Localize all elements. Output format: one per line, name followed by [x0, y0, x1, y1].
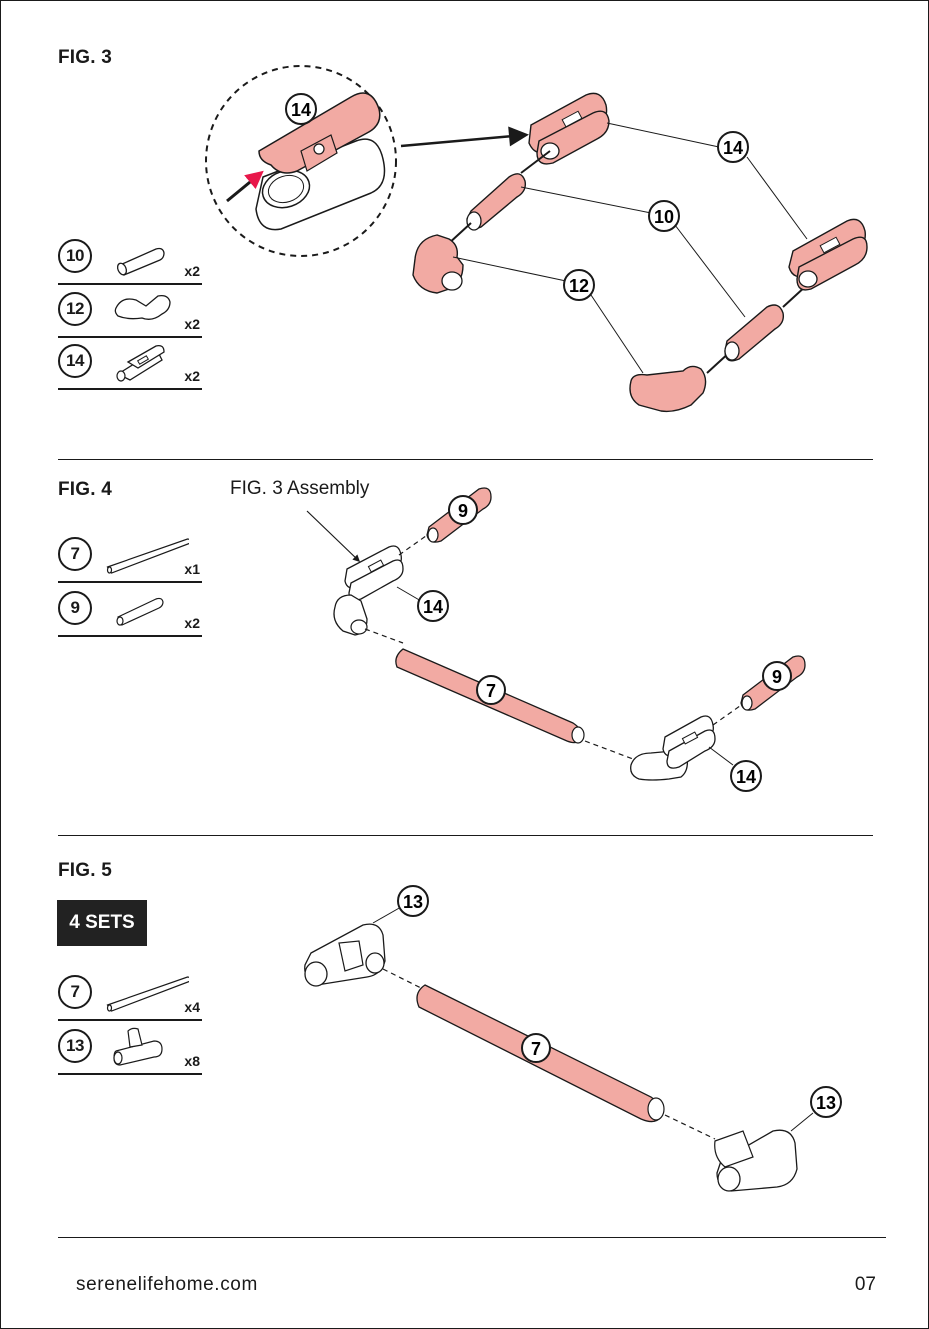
- callout-badge: 13: [811, 1087, 841, 1117]
- callout-label: 13: [816, 1093, 836, 1113]
- part-qty: x4: [184, 999, 200, 1015]
- fig3-assembly: [413, 93, 867, 411]
- part-qty: x2: [184, 316, 200, 332]
- fig3-part-row-12: 12 x2: [58, 286, 202, 338]
- fig3-title: FIG. 3: [58, 47, 112, 69]
- callout-badge: 13: [398, 886, 428, 916]
- fig3-part-row-10: 10 x2: [58, 233, 202, 285]
- clamp-connector-icon: [108, 340, 188, 382]
- long-tube-icon: [94, 971, 189, 1013]
- small-tube-icon: [108, 587, 188, 629]
- fig4-assembly: [307, 488, 805, 780]
- fig3-part-row-14: 14 x2: [58, 338, 202, 390]
- callout-badge: 7: [522, 1034, 550, 1062]
- fig3-zoom-arrow: [401, 135, 525, 146]
- footer-divider: [58, 1237, 886, 1238]
- section-divider: [58, 459, 873, 460]
- elbow-connector-icon: [108, 288, 188, 330]
- fig3-assembly-callout: FIG. 3 Assembly: [230, 478, 369, 500]
- part-number-badge: 13: [58, 1029, 92, 1063]
- callout-label: 9: [772, 667, 782, 687]
- part-number-badge: 12: [58, 292, 92, 326]
- part-qty: x8: [184, 1053, 200, 1069]
- part-number-badge: 9: [58, 591, 92, 625]
- callout-badge: 14: [418, 591, 448, 621]
- fig5-assembly: [305, 907, 813, 1191]
- fig5-title: FIG. 5: [58, 860, 112, 882]
- callout-badge: 14: [731, 761, 761, 791]
- callout-badge: 10: [649, 201, 679, 231]
- page-number: 07: [855, 1274, 876, 1296]
- callout-label: 14: [291, 100, 311, 120]
- callout-label: 7: [486, 681, 496, 701]
- part-number-badge: 7: [58, 975, 92, 1009]
- callout-label: 14: [736, 767, 756, 787]
- part-qty: x2: [184, 263, 200, 279]
- short-tube-icon: [108, 235, 188, 277]
- fig5-part-row-13: 13 x8: [58, 1023, 202, 1075]
- callout-badge: 9: [763, 662, 791, 690]
- part-number-badge: 7: [58, 537, 92, 571]
- section-divider: [58, 835, 873, 836]
- fig4-title: FIG. 4: [58, 479, 112, 501]
- part-qty: x1: [184, 561, 200, 577]
- part-qty: x2: [184, 368, 200, 384]
- callout-badge: 12: [564, 270, 594, 300]
- part-number-badge: 14: [58, 344, 92, 378]
- fig3-detail-view: [206, 66, 396, 256]
- fig5-part-row-7: 7 x4: [58, 969, 202, 1021]
- tee-connector-icon: [108, 1025, 188, 1067]
- long-tube-icon: [94, 533, 189, 575]
- callout-label: 7: [531, 1039, 541, 1059]
- callout-badge: 9: [449, 496, 477, 524]
- part-qty: x2: [184, 615, 200, 631]
- callout-label: 9: [458, 501, 468, 521]
- callout-label: 12: [569, 276, 589, 296]
- fig4-part-row-7: 7 x1: [58, 531, 202, 583]
- part-number-badge: 10: [58, 239, 92, 273]
- callout-label: 14: [723, 138, 743, 158]
- callout-label: 10: [654, 207, 674, 227]
- callout-label: 13: [403, 892, 423, 912]
- fig4-part-row-9: 9 x2: [58, 585, 202, 637]
- callout-label: 14: [423, 597, 443, 617]
- sets-badge: 4 SETS: [57, 900, 147, 946]
- footer-website: serenelifehome.com: [76, 1274, 258, 1296]
- callout-badge: 7: [477, 676, 505, 704]
- callout-badge: 14: [286, 94, 316, 124]
- callout-badge: 14: [718, 132, 748, 162]
